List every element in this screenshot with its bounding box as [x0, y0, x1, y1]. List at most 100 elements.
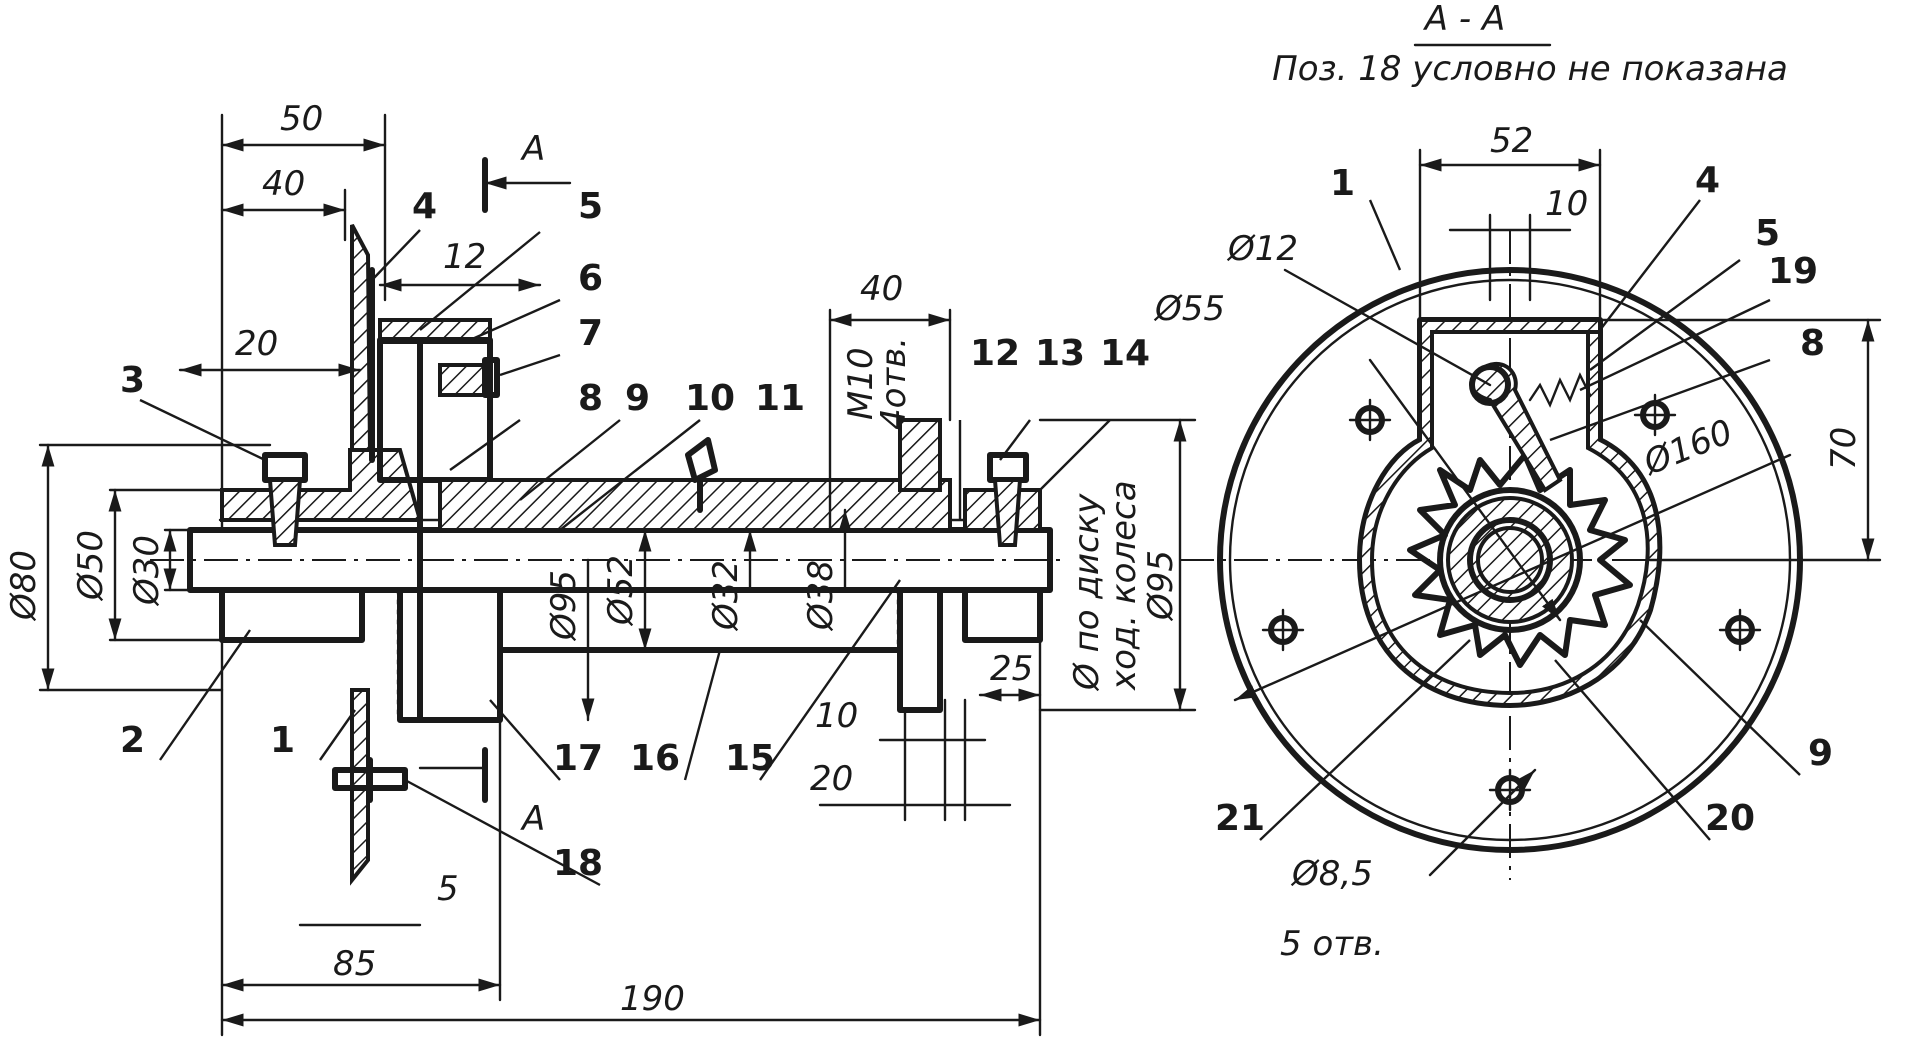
leader-6 — [469, 298, 561, 342]
ratchet-spring — [438, 363, 487, 397]
hub-outer — [1437, 487, 1583, 633]
leader-13 — [999, 419, 1031, 461]
dim-s10: 10 — [1545, 184, 1588, 224]
bolt-item-18 — [332, 757, 408, 803]
label-15: 15 — [725, 738, 775, 779]
bearing-block-upper — [898, 418, 942, 492]
mounting-hole-3 — [1261, 608, 1305, 652]
mounting-hole-1 — [1348, 398, 1392, 442]
label-4: 4 — [412, 186, 437, 227]
dim-20: 20 — [235, 324, 278, 364]
s-label-9: 9 — [1808, 733, 1833, 774]
dim-line-phi55 — [1368, 358, 1562, 622]
leader-15 — [759, 579, 901, 781]
dim-40: 40 — [262, 164, 305, 204]
label-2: 2 — [120, 720, 145, 761]
leader-3 — [139, 398, 266, 462]
s-leader-5 — [1589, 259, 1741, 371]
leader-18 — [404, 778, 601, 887]
section-title: А - А — [1423, 0, 1505, 39]
label-3: 3 — [120, 360, 145, 401]
label-12: 12 — [970, 333, 1020, 374]
dim-phi95: Ø95 — [544, 570, 584, 642]
s-leader-20 — [1554, 659, 1711, 841]
bolt-item-13 — [987, 452, 1029, 547]
s-label-20: 20 — [1705, 798, 1755, 839]
ratchet-body-lower — [397, 587, 503, 723]
pawl-spring — [1528, 372, 1592, 408]
dim-s70: 70 — [1824, 427, 1864, 470]
section-subtitle: Поз. 18 условно не показана — [1272, 49, 1788, 89]
dim-phi80: Ø80 — [4, 550, 44, 622]
s-label-8: 8 — [1800, 323, 1825, 364]
s-leader-19 — [1579, 298, 1771, 392]
ratchet-box — [377, 337, 493, 483]
leader-1 — [319, 709, 356, 761]
label-9: 9 — [625, 378, 650, 419]
ratchet-housing-wall — [1357, 318, 1662, 708]
section-view: А - А Поз. 18 условно не показана — [1153, 0, 1882, 964]
dim-disk-line2: ход. колеса — [1104, 480, 1144, 691]
pawl-pivot — [1469, 364, 1511, 406]
mounting-hole-5 — [1488, 768, 1532, 812]
dim-phi50: Ø50 — [71, 530, 111, 602]
left-hub-lower — [219, 587, 365, 643]
label-13: 13 — [1035, 333, 1085, 374]
s-leader-9 — [1639, 619, 1801, 776]
dim-line-phi85 — [1428, 768, 1537, 877]
bearing-block-lower — [897, 587, 943, 713]
dim-50: 50 — [280, 99, 323, 139]
leader-14 — [1039, 419, 1111, 491]
section-cut-mark-bottom — [418, 747, 488, 803]
dim-20b: 20 — [810, 759, 853, 799]
dim-phi85: Ø8,5 — [1290, 854, 1373, 894]
dim-phi12: Ø12 — [1226, 229, 1298, 269]
leader-7 — [499, 353, 561, 377]
drive-disk-upper — [350, 224, 373, 452]
dim-12: 12 — [443, 237, 486, 277]
label-16: 16 — [630, 738, 680, 779]
section-mark-bottom: А — [520, 799, 545, 839]
dim-phi32: Ø32 — [706, 560, 746, 632]
side-view: 50 40 12 20 40 М10 4отв. Ø80 Ø50 Ø30 Ø95… — [4, 99, 1197, 1037]
s-leader-4 — [1599, 199, 1701, 331]
dim-s52: 52 — [1490, 121, 1533, 161]
label-5: 5 — [578, 186, 603, 227]
s-label-1: 1 — [1330, 163, 1355, 204]
leader-9 — [519, 419, 621, 501]
section-mark-top: А — [520, 129, 545, 169]
dim-190: 190 — [620, 979, 685, 1019]
label-8: 8 — [578, 378, 603, 419]
leader-17 — [489, 699, 561, 781]
dim-85: 85 — [333, 944, 376, 984]
leader-5 — [419, 231, 541, 331]
sleeve-upper — [438, 478, 952, 532]
dim-phi38: Ø38 — [801, 560, 841, 632]
s-label-5: 5 — [1755, 213, 1780, 254]
label-10: 10 — [685, 378, 735, 419]
dim-disk-line1: Ø по диску — [1067, 493, 1107, 692]
dim-phi55: Ø55 — [1153, 289, 1225, 329]
label-18: 18 — [553, 843, 603, 884]
label-1: 1 — [270, 720, 295, 761]
dim-thread: М10 — [841, 347, 881, 420]
leader-8 — [449, 419, 521, 471]
mounting-hole-4 — [1718, 608, 1762, 652]
end-cap-lower — [962, 587, 1043, 643]
s-label-19: 19 — [1768, 251, 1818, 292]
dim-10: 10 — [815, 696, 858, 736]
s-leader-1 — [1368, 199, 1402, 271]
dim-phi30: Ø30 — [127, 535, 167, 607]
dim-phi160: Ø160 — [1637, 412, 1739, 484]
dim-25: 25 — [990, 649, 1033, 689]
s-label-4: 4 — [1695, 160, 1720, 201]
s-label-21: 21 — [1215, 798, 1265, 839]
bolt-item-3 — [262, 452, 308, 547]
label-11: 11 — [755, 378, 805, 419]
s-leader-21 — [1259, 639, 1471, 841]
left-hub-upper — [220, 448, 423, 522]
leader-10 — [559, 419, 701, 531]
label-6: 6 — [578, 258, 603, 299]
dim-disk-line3: Ø95 — [1141, 550, 1181, 622]
